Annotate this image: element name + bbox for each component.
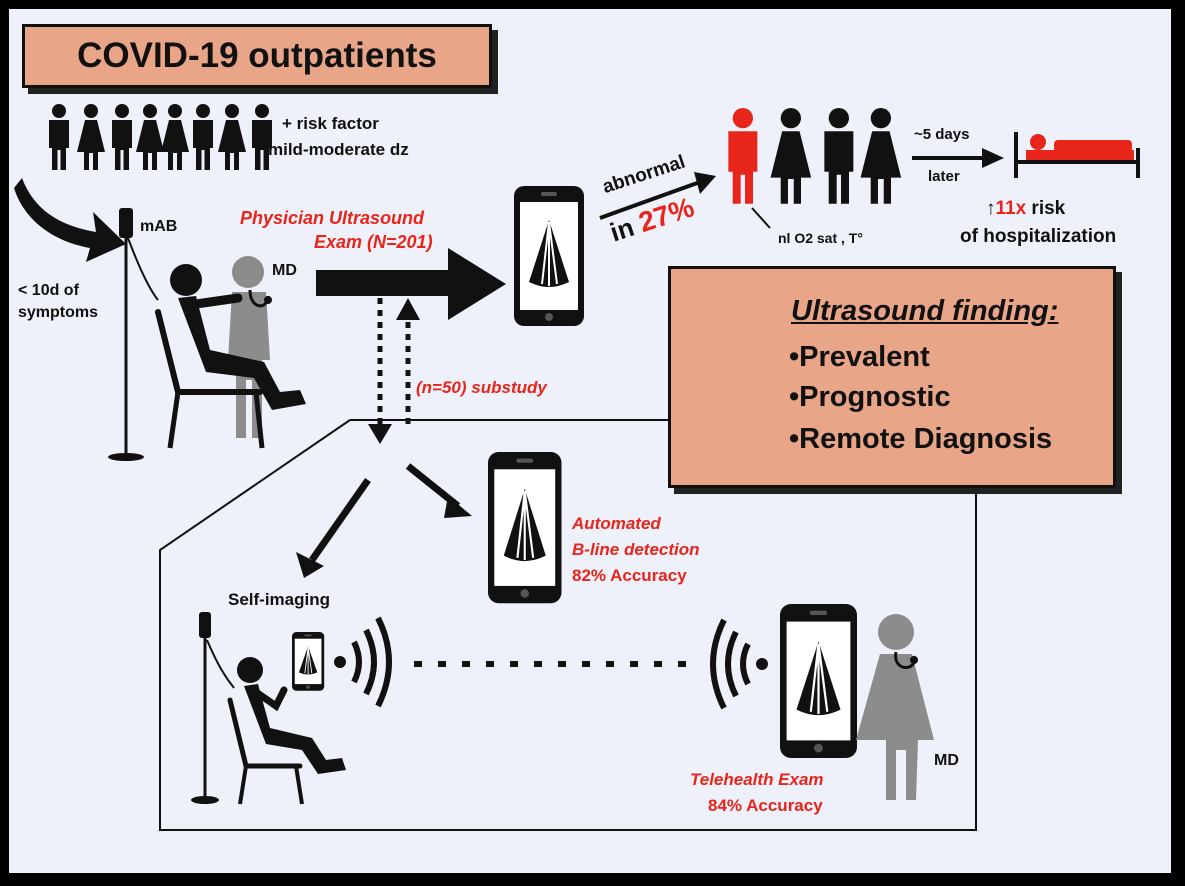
bline-label: B-line detection: [572, 540, 700, 559]
self-imaging-patient-icon: [227, 657, 346, 805]
up-arrow-icon: ↑: [986, 198, 996, 219]
title-box: COVID-19 outpatients: [22, 24, 492, 88]
page-title: COVID-19 outpatients: [77, 36, 437, 75]
hospitalization-label: of hospitalization: [960, 226, 1117, 247]
branch-arrows-icon: [296, 463, 472, 578]
physician-exam-count: Exam (N=201): [314, 232, 433, 252]
finding-item-prevalent: •Prevalent: [789, 341, 930, 373]
finding-item-prognostic: •Prognostic: [789, 381, 951, 413]
hospital-bed-icon: [1014, 132, 1140, 178]
doctor-female-icon: [856, 614, 934, 800]
md-label: MD: [272, 262, 297, 279]
vitals-label: nl O2 sat , T°: [778, 230, 863, 246]
patients-after-icon: [770, 108, 902, 204]
seated-patient-icon: [155, 264, 306, 449]
wireless-signal-right-icon: [710, 618, 768, 710]
telehealth-label: Telehealth Exam: [690, 770, 824, 789]
symptom-duration-label: < 10d of: [18, 282, 79, 299]
self-imaging-label: Self-imaging: [228, 590, 331, 609]
telehealth-accuracy: 84% Accuracy: [708, 796, 823, 815]
phone-automated-icon: [486, 450, 563, 605]
substudy-arrows-icon: [368, 298, 420, 444]
hospitalization-risk-label: ↑11x risk: [986, 198, 1065, 220]
symptom-duration-label-2: symptoms: [18, 304, 99, 321]
substudy-label: (n=50) substudy: [416, 378, 547, 397]
md-label-bottom: MD: [934, 752, 959, 769]
iv-pole-bottom-icon: [191, 612, 235, 804]
red-patient-icon: [728, 108, 771, 229]
mab-label: mAB: [140, 218, 178, 235]
finding-item-remote-diagnosis: •Remote Diagnosis: [789, 423, 1053, 455]
automated-label: Automated: [572, 514, 661, 533]
phone-telehealth-icon: [778, 602, 859, 760]
automated-accuracy: 82% Accuracy: [572, 566, 687, 585]
risk-word: risk: [1026, 198, 1066, 219]
disease-severity-label: mild-moderate dz: [268, 140, 409, 159]
risk-factor-label: + risk factor: [282, 114, 379, 133]
iv-pole-icon: [108, 208, 159, 461]
followup-arrow-icon: [912, 148, 1004, 168]
follow-up-label: ~5 days: [914, 126, 970, 143]
physician-exam-label: Physician Ultrasound: [240, 208, 425, 228]
phone-small-icon: [291, 631, 325, 692]
wireless-signal-icon: [334, 616, 392, 708]
abnormal-arrow-icon: [599, 172, 716, 220]
ultrasound-finding-box: Ultrasound finding: •Prevalent •Prognost…: [668, 266, 1116, 488]
doctor-icon: [228, 256, 272, 438]
risk-multiplier: 11x: [995, 198, 1027, 219]
patients-group-icon: [49, 104, 272, 170]
phone-ultrasound-icon: [513, 185, 585, 327]
follow-up-label-2: later: [928, 168, 960, 185]
finding-title: Ultrasound finding:: [791, 295, 1059, 327]
exam-arrow-icon: [316, 248, 506, 320]
curved-arrow-icon: [14, 178, 126, 262]
substudy-panel-outline: [159, 419, 977, 831]
